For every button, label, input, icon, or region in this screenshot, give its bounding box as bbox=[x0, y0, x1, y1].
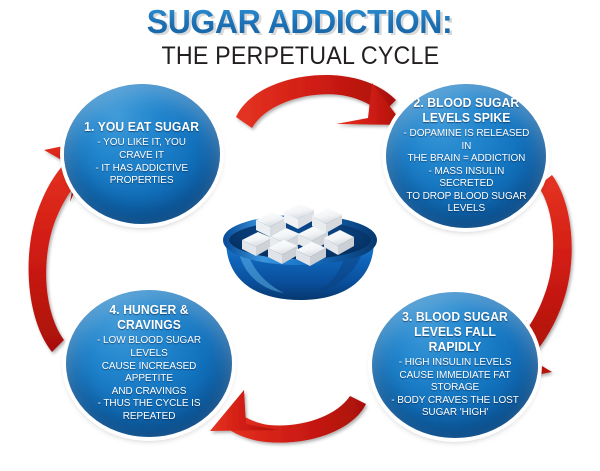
body-line: REPEATED bbox=[122, 410, 176, 422]
body-line: - BODY CRAVES THE LOST bbox=[391, 394, 519, 406]
page-title: SUGAR ADDICTION: bbox=[147, 3, 453, 40]
cycle-node-1[interactable]: 1. YOU EAT SUGAR - YOU LIKE IT, YOU CRAV… bbox=[64, 84, 220, 224]
body-line: CAUSE IMMEDIATE FAT bbox=[399, 369, 511, 381]
body-line: STORAGE bbox=[430, 382, 480, 394]
cycle-node-4[interactable]: 4. HUNGER & CRAVINGS - LOW BLOOD SUGAR L… bbox=[66, 290, 232, 437]
cycle-node-2[interactable]: 2. BLOOD SUGAR LEVELS SPIKE - DOPAMINE I… bbox=[386, 84, 546, 228]
heading-line: CRAVINGS bbox=[117, 318, 181, 333]
body-line: CRAVE IT bbox=[119, 149, 165, 161]
cycle-node-1-body: - YOU LIKE IT, YOU CRAVE IT - IT HAS ADD… bbox=[78, 137, 206, 187]
body-line: THE BRAIN = ADDICTION bbox=[407, 153, 525, 165]
cycle-node-3-body: - HIGH INSULIN LEVELS CAUSE IMMEDIATE FA… bbox=[387, 357, 523, 420]
body-line: TO DROP BLOOD SUGAR bbox=[405, 190, 527, 202]
heading-line: LEVELS FALL RAPIDLY bbox=[414, 325, 496, 355]
cycle-node-4-body: - LOW BLOOD SUGAR LEVELS CAUSE INCREASED… bbox=[81, 335, 217, 423]
body-line: CAUSE INCREASED APPETITE bbox=[101, 360, 197, 385]
body-line: PROPERTIES bbox=[110, 175, 174, 187]
title-block: SUGAR ADDICTION: THE PERPETUAL CYCLE bbox=[0, 3, 600, 71]
cycle-node-3-content: 3. BLOOD SUGAR LEVELS FALL RAPIDLY - HIG… bbox=[382, 310, 528, 420]
cycle-node-2-body: - DOPAMINE IS RELEASED IN THE BRAIN = AD… bbox=[400, 128, 531, 216]
heading-line: SUGAR bbox=[155, 120, 200, 135]
heading-line: 1. YOU EAT bbox=[84, 120, 152, 135]
body-line: - THUS THE CYCLE IS bbox=[97, 398, 201, 410]
body-line: LEVELS bbox=[447, 203, 485, 215]
cycle-node-4-content: 4. HUNGER & CRAVINGS - LOW BLOOD SUGAR L… bbox=[76, 303, 222, 423]
body-line: - YOU LIKE IT, YOU bbox=[97, 137, 187, 149]
body-line: - DOPAMINE IS RELEASED IN bbox=[403, 127, 529, 152]
heading-line: 4. HUNGER & bbox=[109, 303, 189, 318]
arrow-node1-to-node2 bbox=[236, 75, 404, 128]
body-line: - IT HAS ADDICTIVE bbox=[95, 162, 189, 174]
sugar-bowl-svg bbox=[223, 204, 377, 300]
body-line: - MASS INSULIN SECRETED bbox=[428, 165, 504, 190]
body-line: AND CRAVINGS bbox=[111, 385, 187, 397]
body-line: - LOW BLOOD SUGAR LEVELS bbox=[97, 335, 201, 360]
page-subtitle: THE PERPETUAL CYCLE bbox=[161, 42, 439, 70]
page-title-shadow: SUGAR ADDICTION: bbox=[11, 6, 593, 42]
cycle-node-4-heading: 4. HUNGER & CRAVINGS bbox=[80, 303, 218, 333]
arrow-node3-to-node4 bbox=[210, 390, 366, 443]
heading-line: 3. BLOOD SUGAR bbox=[402, 310, 508, 325]
cycle-node-1-heading: 1. YOU EAT SUGAR bbox=[77, 120, 206, 135]
sugar-bowl-graphic bbox=[218, 196, 382, 304]
heading-line: 2. BLOOD SUGAR bbox=[413, 95, 519, 110]
cycle-node-1-content: 1. YOU EAT SUGAR - YOU LIKE IT, YOU CRAV… bbox=[73, 120, 210, 187]
body-line: SUGAR 'HIGH' bbox=[421, 407, 489, 419]
body-line: - HIGH INSULIN LEVELS bbox=[398, 357, 512, 369]
cycle-node-3[interactable]: 3. BLOOD SUGAR LEVELS FALL RAPIDLY - HIG… bbox=[372, 292, 538, 438]
cycle-node-2-content: 2. BLOOD SUGAR LEVELS SPIKE - DOPAMINE I… bbox=[396, 96, 537, 216]
sugar-cubes bbox=[242, 204, 354, 266]
cycle-node-2-heading: 2. BLOOD SUGAR LEVELS SPIKE bbox=[400, 96, 533, 126]
cycle-node-3-heading: 3. BLOOD SUGAR LEVELS FALL RAPIDLY bbox=[386, 310, 524, 355]
heading-line: LEVELS SPIKE bbox=[421, 110, 511, 125]
